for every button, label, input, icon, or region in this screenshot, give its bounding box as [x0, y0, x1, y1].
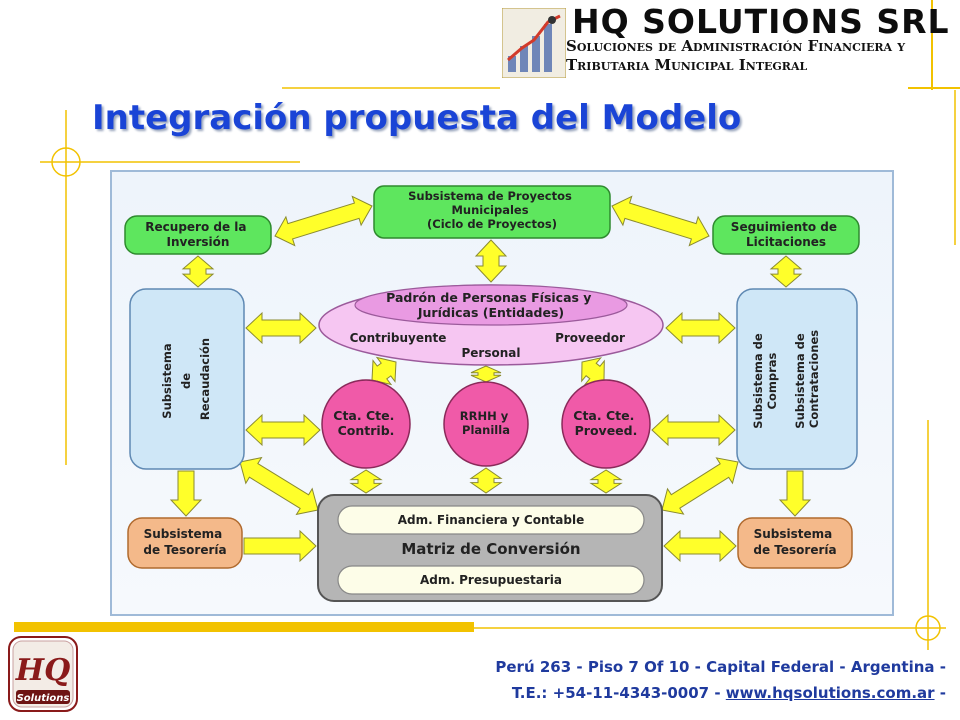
arrow-recaudacion-ctacontrib — [245, 413, 321, 447]
svg-text:Cta. Cte. Proveed.: Cta. Cte. Proveed. — [573, 408, 638, 438]
node-tesoreria-right-box — [737, 517, 853, 569]
arrow-proyectos-licitaciones — [611, 195, 710, 247]
arrow-proyectos-padron — [474, 239, 508, 283]
node-cta-contrib-circle — [321, 379, 411, 469]
node-contrataciones-l1: Subsistema de — [793, 333, 807, 429]
node-rrhh-circle — [443, 381, 529, 467]
arrow-ctacontrib-matriz — [349, 469, 383, 494]
node-tesoreria-left-box — [127, 517, 243, 569]
node-recaudacion-l3: Recaudación — [198, 338, 212, 420]
node-adm-financiera: Adm. Financiera y Contable — [398, 513, 584, 527]
node-cta-contrib-l2: Contrib. — [338, 423, 395, 438]
footer-website-link[interactable]: www.hqsolutions.com.ar — [725, 684, 935, 702]
node-padron-inner-ellipse — [354, 284, 628, 326]
arrow-recupero-proyectos — [274, 195, 373, 247]
node-padron-l1: Padrón de Personas Físicas y — [386, 290, 591, 305]
node-tesoreria-left-l1: Subsistema — [144, 527, 223, 541]
brand-tagline-line1: Soluciones de Administración Financiera … — [566, 37, 906, 55]
arrow-licitaciones-compras — [769, 255, 803, 288]
node-contribuyente: Contribuyente — [350, 331, 447, 345]
node-rrhh-l2: Planilla — [462, 423, 510, 437]
arrow-matriz-tesoreria-right — [663, 529, 737, 563]
node-cta-contrib-l1: Cta. Cte. — [333, 408, 394, 423]
slide-title: Integración propuesta del Modelo — [92, 98, 742, 138]
node-cta-proveed-l1: Cta. Cte. — [573, 408, 634, 423]
arrow-rrhh-matriz — [469, 467, 503, 494]
arrow-recupero-recaudacion — [181, 255, 215, 288]
brand-name: HQ SOLUTIONS SRL — [572, 2, 950, 41]
node-compras-l1: Subsistema de — [751, 333, 765, 429]
footer-suffix: - — [934, 684, 946, 702]
node-proyectos-l2: Municipales — [451, 203, 528, 217]
svg-text:Subsistema de Tesorería: Subsistema de Tesorería — [143, 527, 226, 557]
svg-text:Subsistema de Compras: Subsistema de Compras Subsistema de Cont… — [751, 329, 821, 428]
node-proveedor: Proveedor — [555, 331, 625, 345]
node-proyectos-l1: Subsistema de Proyectos — [408, 189, 572, 203]
svg-text:Cta. Cte. Contrib.: Cta. Cte. Contrib. — [333, 408, 398, 438]
svg-text:Padrón de Personas Físicas y: Padrón de Personas Físicas y Jurídicas (… — [386, 290, 596, 320]
node-tesoreria-right-l2: de Tesorería — [753, 543, 836, 557]
node-licitaciones-box — [712, 215, 860, 255]
arrow-matriz-compras — [661, 457, 739, 515]
arrow-padron-compras — [665, 311, 736, 345]
node-matriz: Matriz de Conversión — [401, 540, 580, 558]
node-proyectos-box — [373, 185, 611, 239]
rising-bars-chart-icon — [502, 8, 566, 78]
svg-text:Subsistema de Tesorería: Subsistema de Tesorería — [753, 527, 836, 557]
node-contrataciones-l2: Contrataciones — [807, 330, 821, 428]
node-padron-l2: Jurídicas (Entidades) — [417, 305, 564, 320]
node-recupero-l2: Inversión — [167, 235, 230, 249]
node-tesoreria-right-l1: Subsistema — [754, 527, 833, 541]
footer-address: Perú 263 - Piso 7 Of 10 - Capital Federa… — [495, 658, 946, 676]
node-adm-presupuestaria-shape — [337, 565, 645, 595]
node-recaudacion-l1: Subsistema — [160, 343, 174, 418]
node-compras-box — [736, 288, 858, 470]
svg-text:HQ: HQ — [15, 653, 70, 688]
node-licitaciones-l2: Licitaciones — [746, 235, 826, 249]
svg-text:RRHH y Planilla: RRHH y Planilla — [460, 409, 512, 437]
node-licitaciones-l1: Seguimiento de — [731, 220, 837, 234]
footer-contact: T.E.: +54-11-4343-0007 - www.hqsolutions… — [512, 684, 946, 702]
arrow-recaudacion-padron — [245, 311, 317, 345]
arrow-ctaproveed-compras — [651, 413, 736, 447]
node-recupero-l1: Recupero de la — [145, 220, 246, 234]
svg-text:Subsistema de Recaudac: Subsistema de Recaudación — [160, 338, 212, 420]
arrow-recaudacion-tesoreria-left — [169, 470, 203, 517]
svg-text:Subsistema de Proyectos Mu: Subsistema de Proyectos Municipales (Cic… — [408, 189, 576, 231]
node-recupero-box — [124, 215, 272, 255]
arrow-ctaproveed-matriz — [589, 469, 623, 494]
node-tesoreria-left-l2: de Tesorería — [143, 543, 226, 557]
footer-phone: T.E.: +54-11-4343-0007 - — [511, 684, 726, 702]
arrow-compras-tesoreria-right — [778, 470, 812, 517]
hq-solutions-badge-icon: HQ Solutions — [8, 636, 78, 712]
node-proyectos-l3: (Ciclo de Proyectos) — [427, 217, 557, 231]
node-recaudacion-l2: de — [179, 373, 193, 389]
svg-text:Solutions: Solutions — [17, 693, 70, 704]
arrow-tesoreria-left-matriz — [243, 529, 317, 563]
brand-tagline-line2: Tributaria Municipal Integral — [566, 56, 808, 74]
node-cta-proveed-circle — [561, 379, 651, 469]
svg-text:Seguimiento de Licitacione: Seguimiento de Licitaciones — [731, 220, 841, 249]
node-cta-proveed-l2: Proveed. — [575, 423, 638, 438]
node-compras-l2: Compras — [765, 352, 779, 409]
node-recaudacion-box — [129, 288, 245, 470]
svg-text:Recupero de la Inversión: Recupero de la Inversión — [145, 220, 250, 249]
node-adm-presupuestaria: Adm. Presupuestaria — [420, 573, 562, 587]
integration-diagram: Subsistema de Proyectos Municipales (Cic… — [110, 170, 894, 616]
node-personal: Personal — [462, 346, 521, 360]
node-adm-financiera-shape — [337, 505, 645, 535]
node-rrhh-l1: RRHH y — [460, 409, 509, 423]
